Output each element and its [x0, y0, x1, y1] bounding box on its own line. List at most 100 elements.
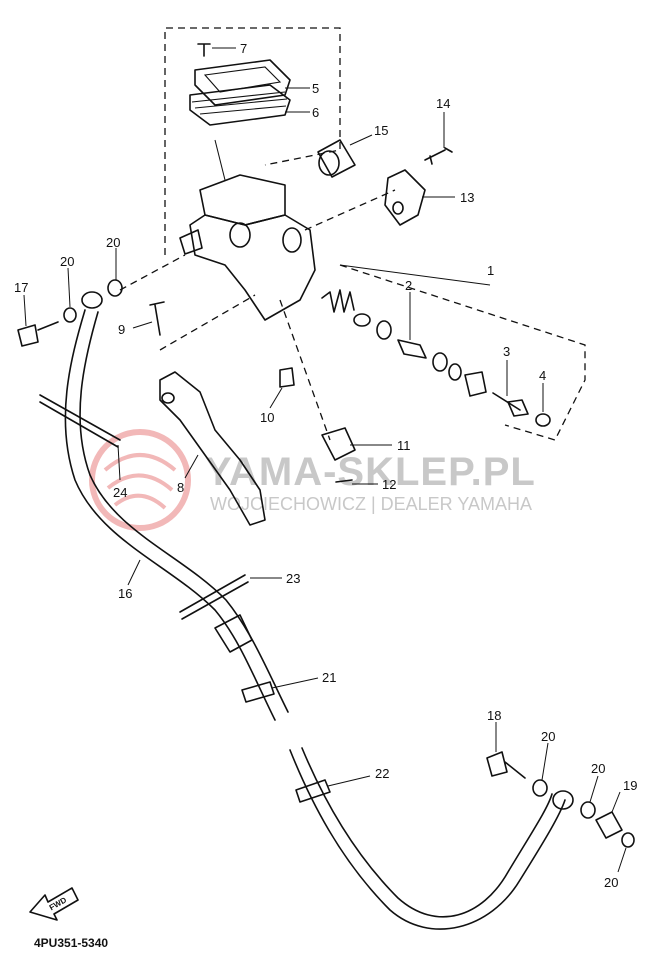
pin-axis [159, 294, 256, 351]
ties [39, 394, 249, 620]
screw-12 [335, 479, 353, 483]
callout-13: 13 [460, 190, 474, 205]
lever-8 [159, 371, 266, 526]
union-bolt-17 [17, 321, 59, 347]
leader-10 [269, 387, 283, 409]
cap-15 [317, 139, 356, 178]
callout-2: 2 [405, 278, 412, 293]
leader-9 [132, 321, 153, 329]
lever-assembly [149, 301, 356, 526]
reservoir-cap [189, 43, 291, 126]
bracket-13-hole [392, 201, 404, 215]
union-bolt-18 [486, 751, 526, 779]
leader-24 [117, 444, 121, 481]
cap-plate-5 [194, 59, 291, 106]
spring-seat [353, 313, 371, 327]
master-cylinder [179, 139, 316, 321]
callout-21: 21 [322, 670, 336, 685]
leader-22 [327, 775, 371, 787]
callout-10: 10 [260, 410, 274, 425]
pivot-bolt-9 [149, 301, 165, 336]
tie-23 [179, 574, 249, 620]
cap-screw-7 [197, 43, 211, 57]
leader-16 [127, 559, 141, 586]
hose-boot [214, 614, 253, 653]
washer-axis [119, 254, 186, 291]
callout-19: 19 [623, 778, 637, 793]
hose-16-inner [79, 311, 289, 713]
leader-17 [23, 294, 27, 327]
hose-banjo-upper [81, 291, 103, 309]
reservoir-group-outline [164, 27, 341, 255]
cap-15-rim [318, 150, 340, 176]
cap-19 [595, 811, 623, 839]
cup-secondary [432, 352, 448, 372]
callout-23: 23 [286, 571, 300, 586]
bolt-14 [424, 147, 453, 165]
nut-4 [535, 413, 551, 427]
callout-20-c: 20 [541, 729, 555, 744]
clutch-hose [64, 291, 574, 930]
callout-20-a: 20 [60, 254, 74, 269]
clamp-21 [241, 681, 275, 703]
callout-4: 4 [539, 368, 546, 383]
watermark-logo-swirl [103, 453, 177, 510]
watermark-title: YAMA-SKLEP.PL [205, 450, 536, 494]
callout-1: 1 [487, 263, 494, 278]
cylinder-port [229, 222, 251, 248]
callout-7: 7 [240, 41, 247, 56]
push-rod-3 [492, 392, 521, 411]
nut-10 [279, 367, 295, 388]
leader-20-e [617, 847, 627, 873]
assembly-outlines [119, 27, 586, 441]
leader-20-a [67, 267, 71, 308]
diaphragm-6 [189, 84, 291, 126]
switch-11 [321, 427, 356, 461]
upper-fittings [317, 139, 453, 226]
callouts: 7 5 6 14 15 13 1 2 3 4 20 20 17 9 10 11 … [14, 41, 637, 890]
callout-9: 9 [118, 322, 125, 337]
callout-18: 18 [487, 708, 501, 723]
bracket-axis [304, 189, 396, 231]
callout-8: 8 [177, 480, 184, 495]
cup-third [448, 363, 462, 381]
lever-pivot-hole [161, 392, 175, 404]
cap-plate-5-inner [203, 66, 282, 93]
cylinder-body [189, 214, 316, 321]
callout-15: 15 [374, 123, 388, 138]
adjuster-3 [507, 399, 529, 417]
fwd-arrow: FWD [29, 887, 79, 921]
washer-20-c [532, 779, 548, 797]
washer-20-d [580, 801, 596, 819]
hose-lower-inner [301, 747, 553, 918]
callout-20-e: 20 [604, 875, 618, 890]
watermark-subtitle: WOJCIECHOWICZ | DEALER YAMAHA [210, 494, 532, 514]
callout-11: 11 [397, 438, 411, 453]
callout-14: 14 [436, 96, 450, 111]
washer-20-a [63, 307, 77, 323]
washer-20-e [621, 832, 635, 848]
leader-lines [23, 47, 627, 873]
hose-banjo-lower [552, 790, 574, 810]
leader-20-d [589, 775, 599, 803]
watermark-logo [89, 429, 191, 531]
leader-8 [184, 454, 199, 479]
callout-5: 5 [312, 81, 319, 96]
leader-21 [271, 677, 319, 689]
fwd-arrow-shape [29, 887, 79, 921]
callout-22: 22 [375, 766, 389, 781]
tie-24 [39, 394, 121, 448]
fwd-label: FWD [48, 895, 68, 912]
piston-2 [397, 339, 427, 359]
boot [464, 371, 487, 397]
diagram-code: 4PU351-5340 [34, 936, 108, 950]
watermark: YAMA-SKLEP.PL WOJCIECHOWICZ | DEALER YAM… [89, 429, 536, 531]
callout-20-b: 20 [106, 235, 120, 250]
spring [321, 289, 355, 313]
callout-24: 24 [113, 485, 127, 500]
washer-20-b [107, 279, 123, 297]
callout-20-d: 20 [591, 761, 605, 776]
cylinder-bore [282, 227, 302, 253]
hose-lower [289, 749, 566, 930]
callout-17: 17 [14, 280, 28, 295]
